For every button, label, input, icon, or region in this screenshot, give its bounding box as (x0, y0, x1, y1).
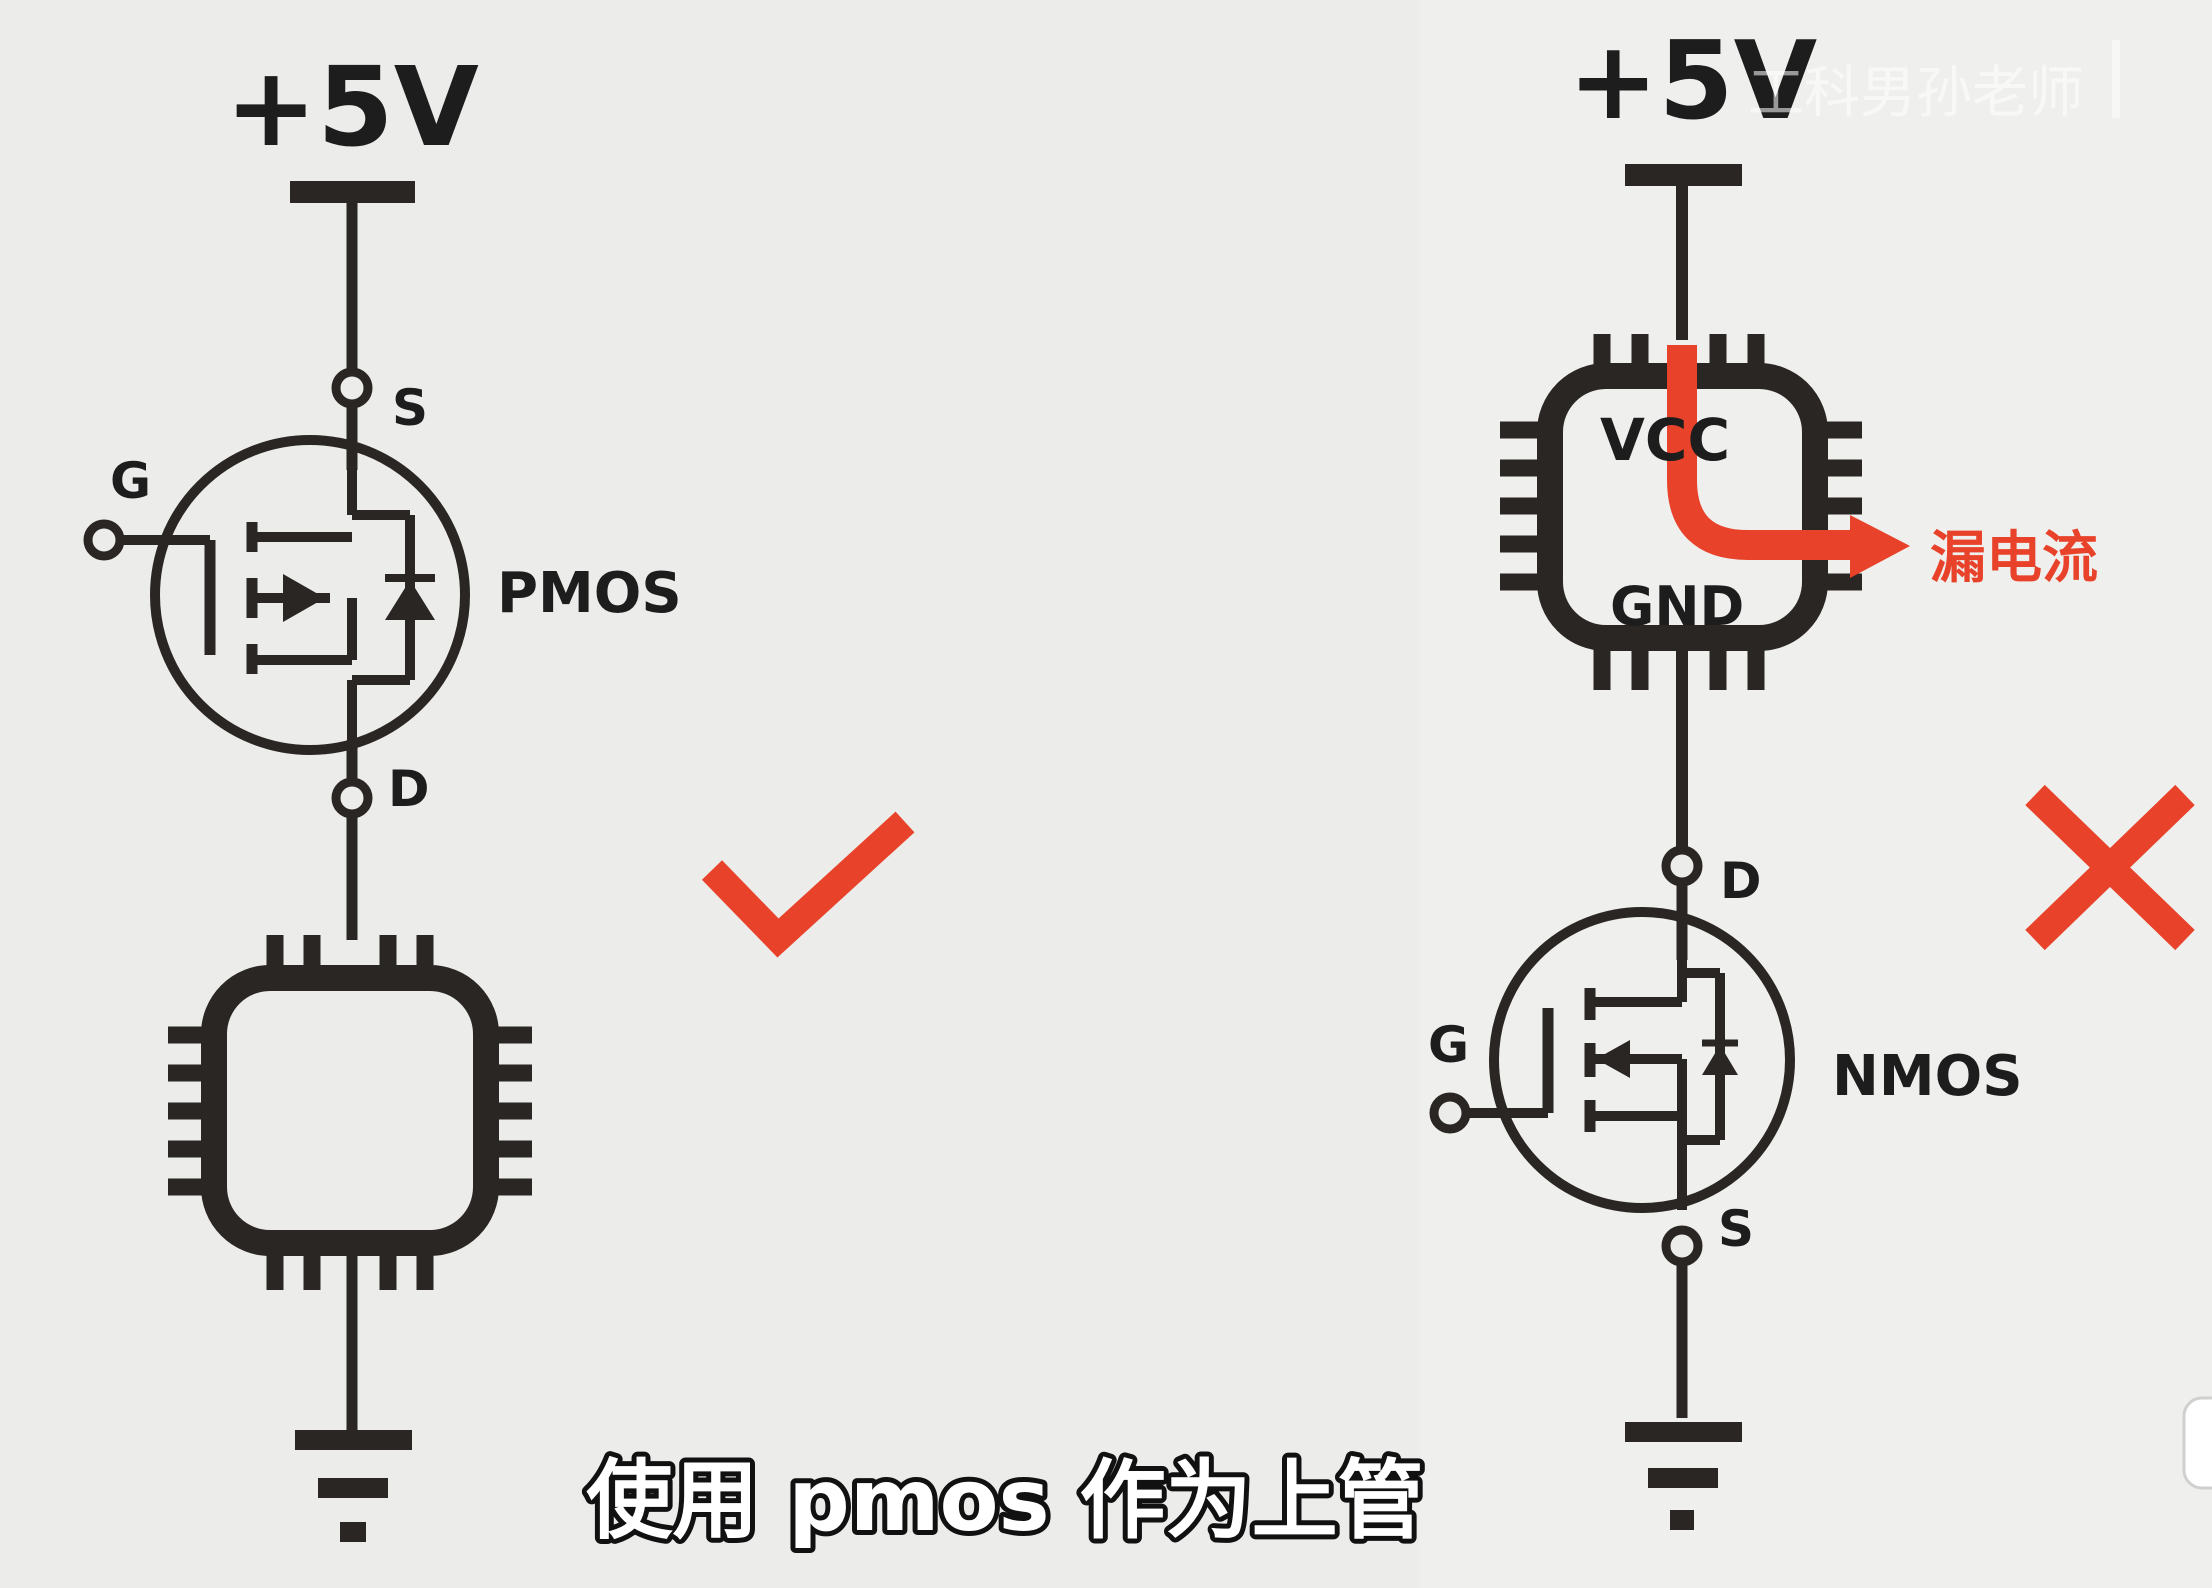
left-gate-terminal (83, 519, 125, 561)
right-gate-label: G (1428, 1016, 1469, 1074)
chip-gnd-label: GND (1610, 575, 1744, 638)
video-subtitle: 使用 pmos 作为上管 (586, 1451, 1423, 1551)
leakage-arrow-head (1850, 515, 1910, 578)
left-gate-label: G (110, 452, 151, 510)
left-supply-label: +5V (225, 43, 479, 171)
left-chip (201, 965, 499, 1256)
left-source-label: S (392, 379, 428, 437)
left-source-terminal (331, 367, 373, 409)
leakage-current-label: 漏电流 (1930, 526, 2098, 591)
right-panel-bg (1420, 0, 2212, 1588)
right-supply-label: +5V (1568, 19, 1818, 144)
nmos-symbol (1489, 907, 1795, 1213)
check-icon (701, 811, 915, 958)
nmos-label: NMOS (1832, 1044, 2023, 1109)
nmos-body-diode (1702, 1045, 1738, 1075)
nmos-channel-arrow (1596, 1040, 1630, 1078)
chip-vcc-label: VCC (1600, 406, 1730, 474)
pmos-symbol (150, 435, 470, 755)
left-ground-symbol (295, 1430, 412, 1542)
cross-icon (2025, 784, 2195, 951)
left-drain-label: D (388, 760, 430, 818)
right-drain-terminal (1661, 845, 1703, 887)
watermark: 工科男孙老师 (1748, 61, 2084, 126)
leakage-current-path (1667, 345, 1852, 560)
pmos-label: PMOS (497, 561, 682, 626)
side-handle[interactable] (2182, 1396, 2212, 1490)
right-ground-symbol (1625, 1422, 1742, 1530)
right-drain-label: D (1720, 852, 1762, 910)
right-gate-terminal (1429, 1092, 1471, 1134)
right-source-label: S (1718, 1200, 1754, 1258)
watermark-logo-mark (2112, 40, 2120, 118)
pmos-channel-arrow (283, 574, 325, 622)
left-circuit (83, 181, 532, 1542)
pmos-body-diode (385, 580, 435, 620)
left-drain-terminal (331, 777, 373, 819)
right-source-terminal (1661, 1225, 1703, 1267)
